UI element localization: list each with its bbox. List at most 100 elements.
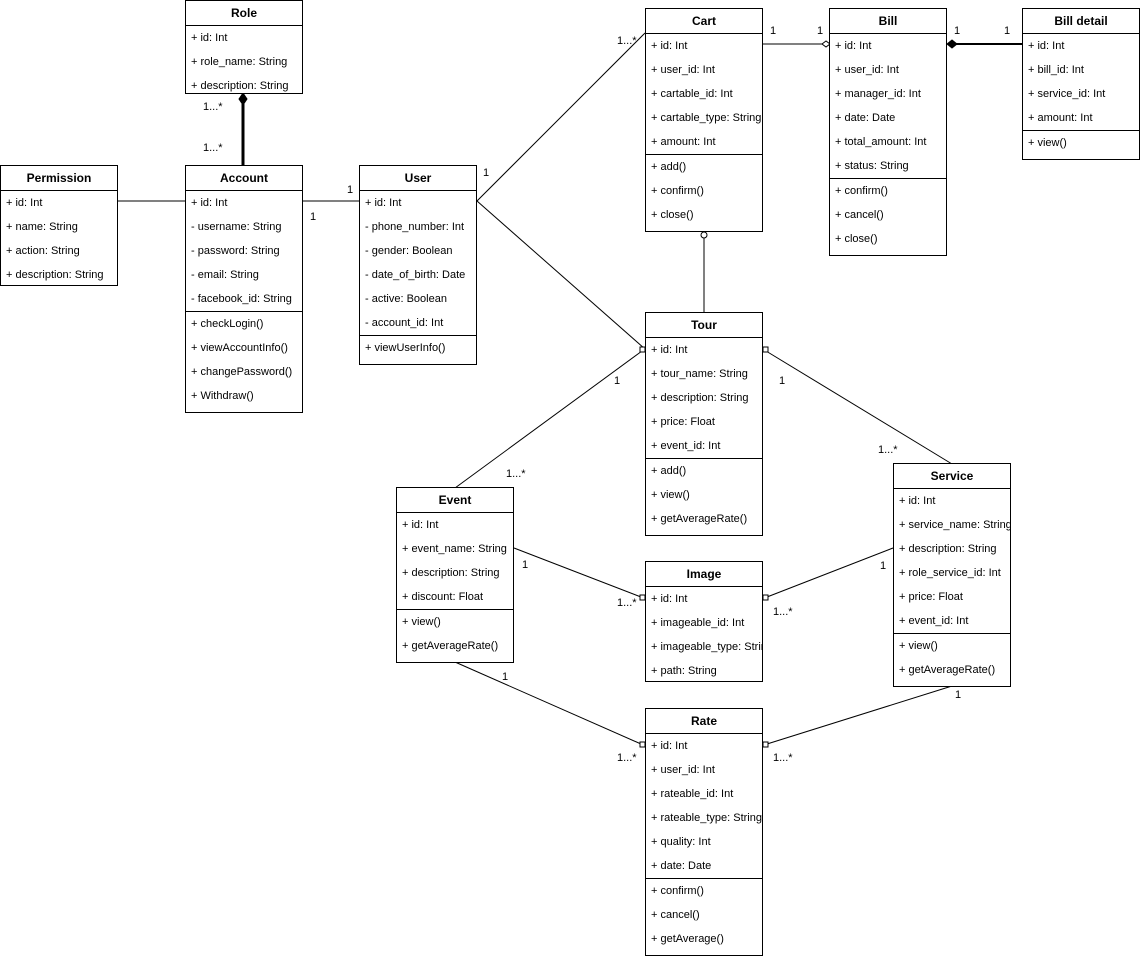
class-service[interactable]: Service+ id: Int+ service_name: String+ … [893,463,1011,687]
multiplicity-label: 1...* [617,35,637,47]
attribute-row: + event_name: String [402,543,507,555]
composition-diamond [238,92,248,106]
method-row: + getAverageRate() [402,640,499,652]
method-row: + confirm() [651,885,704,897]
attribute-row: - account_id: Int [365,317,444,329]
method-row: + viewUserInfo() [365,342,446,354]
attribute-row: - active: Boolean [365,293,447,305]
event-rate-link [454,661,642,745]
attribute-row: + manager_id: Int [835,88,921,100]
method-row: + cancel() [835,209,884,221]
attribute-row: + total_amount: Int [835,136,927,148]
method-list: + view()+ getAverageRate() [894,633,1010,682]
class-cart[interactable]: Cart+ id: Int+ user_id: Int+ cartable_id… [645,8,763,232]
multiplicity-label: 1 [770,25,777,37]
service-image-link [766,547,894,598]
attribute-row: + id: Int [651,344,688,356]
attribute-row: + description: String [651,392,749,404]
tour-service-link [765,350,953,465]
class-name: User [360,166,476,191]
class-name: Permission [1,166,117,191]
attribute-row: - date_of_birth: Date [365,269,466,281]
attribute-list: + id: Int+ role_name: String+ descriptio… [186,26,302,93]
class-bill[interactable]: Bill+ id: Int+ user_id: Int+ manager_id:… [829,8,947,256]
multiplicity-label: 1 [502,671,509,683]
class-image[interactable]: Image + id: Int + imageable_id: Int + image… [645,561,763,682]
attribute-row: - gender: Boolean [365,245,453,257]
attribute-list: + id: Int+ bill_id: Int+ service_id: Int… [1023,34,1139,130]
attribute-row: + imageable_type: String [651,641,762,653]
class-name: Cart [646,9,762,34]
method-row: + cancel() [651,909,700,921]
multiplicity-label: 1 [880,560,887,572]
class-bill-detail[interactable]: Bill detail+ id: Int+ bill_id: Int+ serv… [1022,8,1140,160]
method-row: + viewAccountInfo() [191,342,288,354]
attribute-row: + cartable_id: Int [651,88,733,100]
aggregation-end [762,741,769,748]
multiplicity-label: 1 [955,689,962,701]
method-row: + view() [402,616,441,628]
method-row: + add() [651,465,687,477]
method-row: + close() [651,209,694,221]
attribute-row: + price: Float [899,591,963,603]
class-tour[interactable]: Tour+ id: Int+ tour_name: String+ descri… [645,312,763,536]
attribute-row: + date: Date [651,860,712,872]
attribute-row: + description: String [6,269,104,281]
multiplicity-label: 1...* [203,101,223,113]
attribute-row: + id: Int [651,593,688,605]
attribute-row: + id: Int [651,40,688,52]
class-name: Bill [830,9,946,34]
attribute-list: + id: Int- username: String- password: S… [186,191,302,311]
service-rate-link [766,685,953,745]
method-row: + checkLogin() [191,318,264,330]
attribute-list: + id: Int+ tour_name: String+ descriptio… [646,338,762,458]
attribute-row: - phone_number: Int [365,221,465,233]
method-list: + view() + getAverageRate() [397,609,513,658]
attribute-list: + id: Int+ user_id: Int+ manager_id: Int… [830,34,946,178]
attribute-row: + amount: Int [1028,112,1093,124]
attribute-row: + service_id: Int [1028,88,1106,100]
method-list: + confirm() + cancel() + getAverage() [646,878,762,951]
multiplicity-label: 1 [954,25,961,37]
event-image-link [513,547,642,598]
class-role[interactable]: Role+ id: Int+ role_name: String+ descri… [185,0,303,94]
attribute-row: + description: String [191,80,289,92]
method-list: + confirm()+ cancel()+ close() [830,178,946,251]
multiplicity-label: 1...* [506,468,526,480]
aggregation-end [700,231,708,239]
attribute-row: + user_id: Int [651,764,715,776]
method-list: + viewUserInfo() [360,335,476,360]
composition-diamond [946,39,958,49]
attribute-row: + id: Int [651,740,688,752]
attribute-row: + event_id: Int [899,615,969,627]
class-rate[interactable]: Rate+ id: Int+ user_id: Int+ rateable_id… [645,708,763,956]
class-name: Event [397,488,513,513]
attribute-row: + user_id: Int [835,64,899,76]
attribute-row: + id: Int [6,197,43,209]
method-row: + Withdraw() [191,390,254,402]
method-row: + getAverage() [651,933,724,945]
class-account[interactable]: Account+ id: Int- username: String- pass… [185,165,303,413]
attribute-row: + path: String [651,665,717,677]
class-name: Role [186,1,302,26]
attribute-list: + id: Int+ user_id: Int+ rateable_id: In… [646,734,762,878]
attribute-row: + imageable_id: Int [651,617,745,629]
multiplicity-label: 1...* [878,444,898,456]
multiplicity-label: 1 [483,167,490,179]
attribute-row: + price: Float [651,416,715,428]
attribute-row: + discount: Float [402,591,484,603]
attribute-row: + id: Int [191,197,228,209]
class-name: Tour [646,313,762,338]
class-name: Image [646,562,762,587]
method-row: + view() [899,640,938,652]
class-user[interactable]: User+ id: Int- phone_number: Int- gender… [359,165,477,365]
user-cart-link [476,32,646,202]
class-permission[interactable]: Permission+ id: Int+ name: String+ actio… [0,165,118,286]
method-row: + close() [835,233,878,245]
class-event[interactable]: Event+ id: Int+ event_name: String+ desc… [396,487,514,663]
attribute-row: + amount: Int [651,136,716,148]
aggregation-end [762,346,769,353]
attribute-row: - password: String [191,245,280,257]
attribute-row: + event_id: Int [651,440,721,452]
class-name: Bill detail [1023,9,1139,34]
